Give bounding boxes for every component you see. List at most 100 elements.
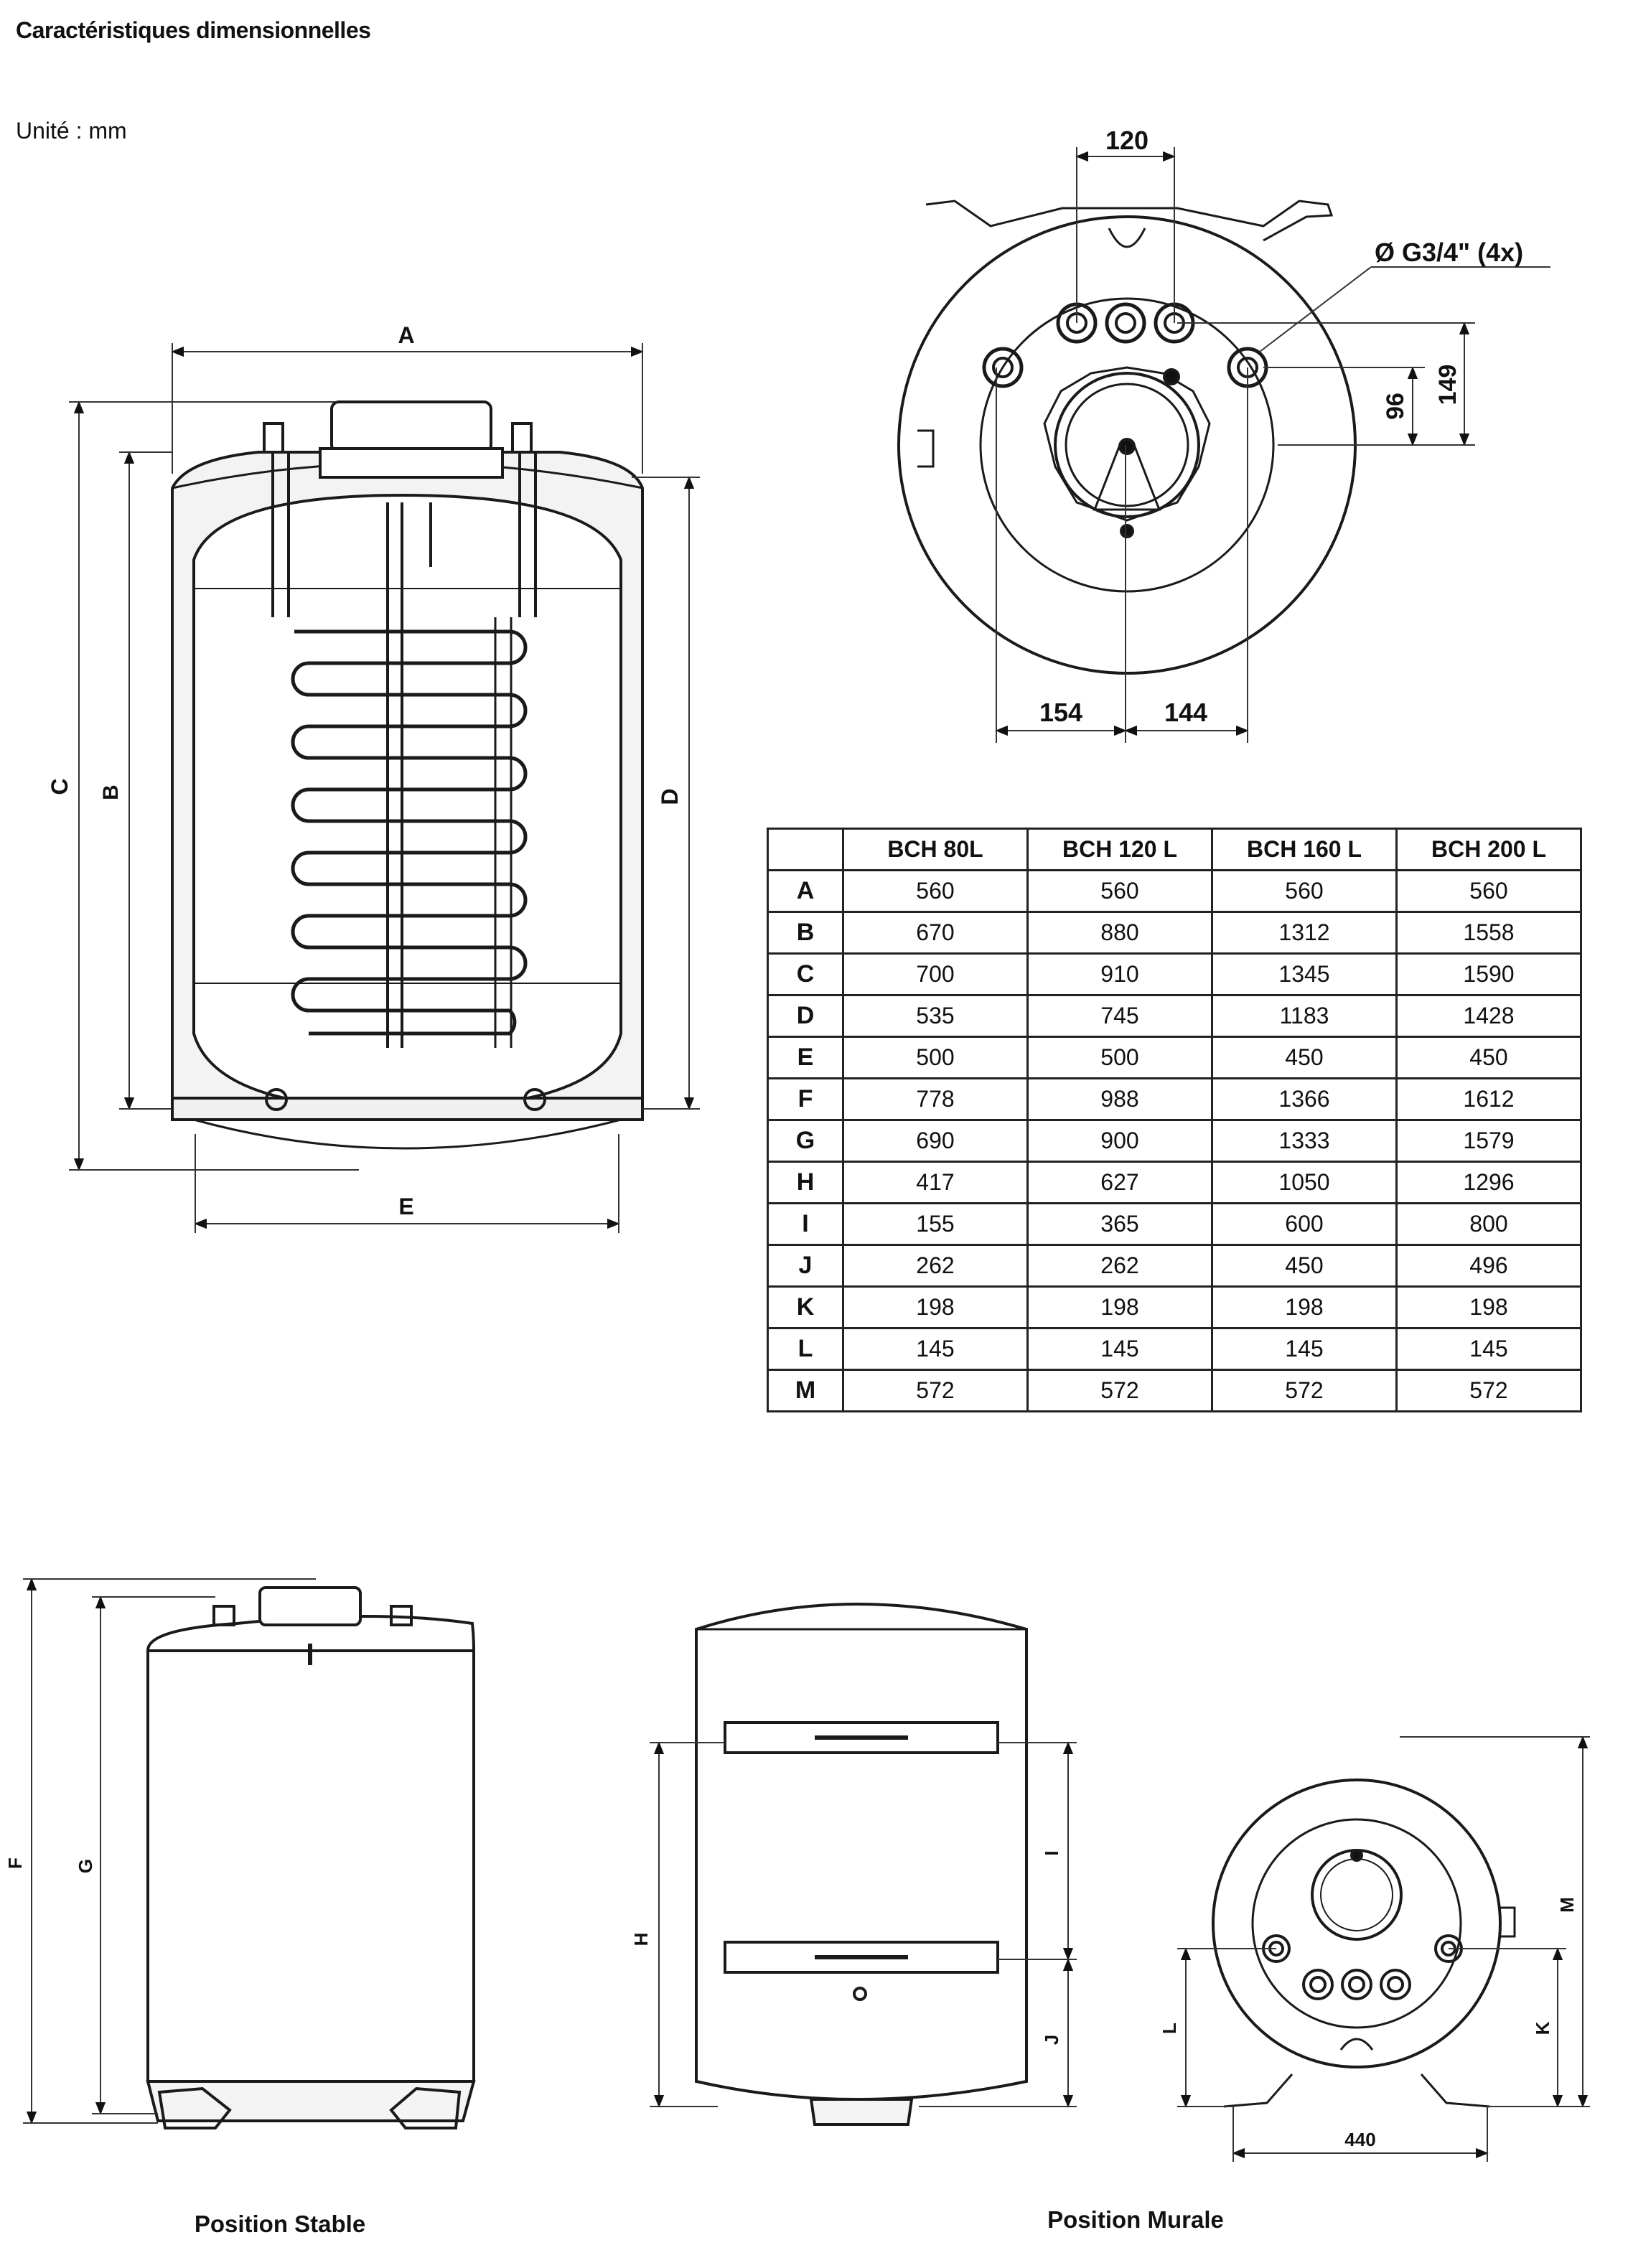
top-dim-96: 96 <box>1382 393 1409 420</box>
table-row-label: H <box>767 1161 844 1204</box>
stable-dimension-lines <box>23 1578 316 2124</box>
front-cutaway-view <box>171 400 644 1150</box>
dim-label-440: 440 <box>1344 2129 1375 2150</box>
table-cell: 560 <box>842 869 1029 913</box>
unit-label: Unité : mm <box>16 118 127 144</box>
table-header-bch160: BCH 160 L <box>1211 828 1398 871</box>
table-cell: 800 <box>1395 1202 1582 1246</box>
table-header-bch80: BCH 80L <box>842 828 1029 871</box>
table-cell: 560 <box>1026 869 1213 913</box>
table-cell: 1428 <box>1395 994 1582 1038</box>
table-row-label: K <box>767 1285 844 1329</box>
table-cell: 198 <box>842 1285 1029 1329</box>
top-dimension-lines <box>995 147 1550 743</box>
dim-label-f: F <box>4 1857 26 1869</box>
front-dimension-lines <box>69 343 700 1233</box>
table-header-bch200: BCH 200 L <box>1395 828 1582 871</box>
dim-label-d: D <box>657 788 683 805</box>
dim-label-g: G <box>75 1859 96 1873</box>
table-row-label: J <box>767 1244 844 1288</box>
stable-position-view <box>146 1586 476 2129</box>
table-cell: 145 <box>842 1327 1029 1371</box>
table-header-blank <box>767 828 844 871</box>
table-cell: 145 <box>1211 1327 1398 1371</box>
table-row-label: L <box>767 1327 844 1371</box>
dim-label-b: B <box>99 784 123 800</box>
table-cell: 1366 <box>1211 1077 1398 1121</box>
table-cell: 572 <box>842 1369 1029 1412</box>
table-header-row: BCH 80L BCH 120 L BCH 160 L BCH 200 L <box>767 828 1582 871</box>
top-dim-149: 149 <box>1434 365 1461 406</box>
dim-label-h: H <box>630 1933 652 1946</box>
table-cell: 690 <box>842 1119 1029 1163</box>
caption-position-murale: Position Murale <box>1047 2206 1224 2233</box>
table-cell: 145 <box>1026 1327 1213 1371</box>
table-cell: 198 <box>1211 1285 1398 1329</box>
top-dim-154: 154 <box>1039 698 1082 727</box>
table-row-label: E <box>767 1036 844 1079</box>
table-cell: 500 <box>1026 1036 1213 1079</box>
table-cell: 1296 <box>1395 1161 1582 1204</box>
table-cell: 198 <box>1026 1285 1213 1329</box>
table-cell: 1558 <box>1395 911 1582 955</box>
table-cell: 1312 <box>1211 911 1398 955</box>
table-cell: 560 <box>1211 869 1398 913</box>
table-cell: 900 <box>1026 1119 1213 1163</box>
table-cell: 910 <box>1026 952 1213 996</box>
table-cell: 500 <box>842 1036 1029 1079</box>
dim-label-c: C <box>47 778 72 795</box>
table-cell: 627 <box>1026 1161 1213 1204</box>
table-cell: 700 <box>842 952 1029 996</box>
table-cell: 535 <box>842 994 1029 1038</box>
wall-bottom-dimension-lines <box>1177 1735 1590 2162</box>
top-dim-120: 120 <box>1105 126 1149 155</box>
table-cell: 198 <box>1395 1285 1582 1329</box>
table-cell: 572 <box>1211 1369 1398 1412</box>
table-cell: 560 <box>1395 869 1582 913</box>
table-cell: 745 <box>1026 994 1213 1038</box>
table-cell: 778 <box>842 1077 1029 1121</box>
table-row-label: D <box>767 994 844 1038</box>
table-cell: 572 <box>1395 1369 1582 1412</box>
table-cell: 262 <box>842 1244 1029 1288</box>
table-row-label: B <box>767 911 844 955</box>
table-cell: 450 <box>1211 1244 1398 1288</box>
dim-label-k: K <box>1532 2021 1553 2035</box>
wall-position-view <box>695 1603 1028 2126</box>
table-cell: 1612 <box>1395 1077 1582 1121</box>
table-header-bch120: BCH 120 L <box>1026 828 1213 871</box>
table-cell: 155 <box>842 1202 1029 1246</box>
caption-position-stable: Position Stable <box>195 2211 365 2237</box>
wall-bottom-view <box>1212 1779 1516 2108</box>
table-cell: 880 <box>1026 911 1213 955</box>
table-cell: 1345 <box>1211 952 1398 996</box>
dim-label-e: E <box>398 1194 413 1219</box>
wall-dimension-lines <box>650 1741 1077 2108</box>
table-row-label: A <box>767 869 844 913</box>
table-row-label: F <box>767 1077 844 1121</box>
dim-label-m: M <box>1556 1897 1578 1913</box>
table-cell: 145 <box>1395 1327 1582 1371</box>
table-row-label: G <box>767 1119 844 1163</box>
table-cell: 417 <box>842 1161 1029 1204</box>
top-dim-144: 144 <box>1164 698 1207 727</box>
table-cell: 1050 <box>1211 1161 1398 1204</box>
table-cell: 988 <box>1026 1077 1213 1121</box>
table-cell: 450 <box>1211 1036 1398 1079</box>
table-row-label: C <box>767 952 844 996</box>
dim-label-a: A <box>398 322 414 348</box>
table-cell: 1590 <box>1395 952 1582 996</box>
